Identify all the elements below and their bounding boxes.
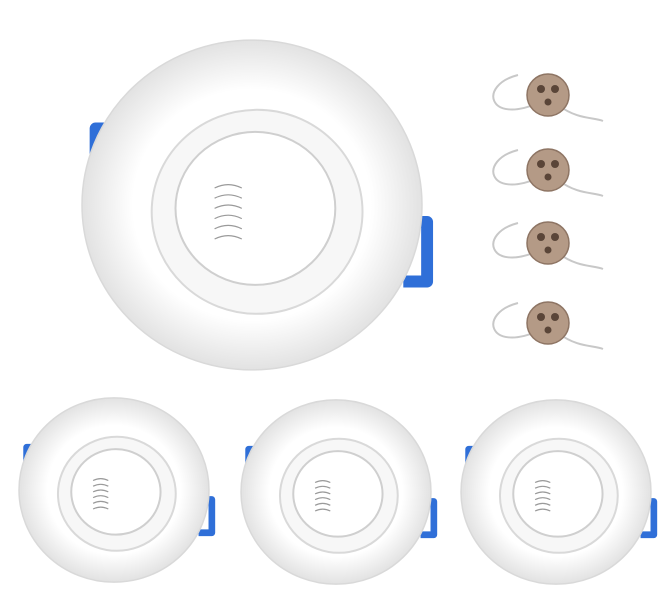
socket-hole bbox=[537, 313, 545, 321]
socket-body bbox=[526, 301, 570, 345]
spring-coil bbox=[92, 489, 109, 493]
spring-coil bbox=[534, 491, 551, 495]
socket-hole bbox=[544, 326, 552, 334]
socket-wire bbox=[492, 302, 539, 339]
socket-body bbox=[526, 73, 570, 117]
inner-opening bbox=[512, 450, 604, 538]
spring-coil bbox=[534, 480, 551, 484]
socket-wire bbox=[492, 149, 539, 186]
spring-coil bbox=[314, 480, 331, 484]
socket-hole bbox=[537, 160, 545, 168]
socket-body bbox=[526, 221, 570, 265]
spring-coil bbox=[214, 235, 243, 240]
spring-coil bbox=[92, 478, 109, 482]
gu10-socket bbox=[492, 73, 604, 122]
socket-hole bbox=[544, 98, 552, 106]
spring-coil bbox=[314, 485, 331, 489]
socket-wire bbox=[492, 222, 539, 259]
spring-coil bbox=[314, 491, 331, 495]
spring-coil bbox=[534, 485, 551, 489]
spring-coil bbox=[214, 214, 243, 220]
inner-opening bbox=[292, 450, 384, 538]
spring-coil bbox=[534, 508, 551, 512]
inner-opening bbox=[174, 130, 337, 286]
spotlight-frame bbox=[18, 397, 216, 583]
gu10-socket bbox=[492, 148, 604, 197]
spring-coil bbox=[214, 224, 243, 230]
gu10-socket bbox=[492, 301, 604, 350]
spring-coil bbox=[214, 184, 243, 189]
spring-coil bbox=[214, 204, 243, 209]
spring-coil bbox=[314, 497, 331, 501]
spring-coil bbox=[314, 502, 331, 506]
socket-body bbox=[526, 148, 570, 192]
socket-hole bbox=[551, 313, 559, 321]
socket-hole bbox=[551, 233, 559, 241]
spring-coil bbox=[534, 502, 551, 506]
spotlight-frame bbox=[81, 39, 434, 371]
socket-hole bbox=[537, 233, 545, 241]
socket-hole bbox=[551, 160, 559, 168]
socket-wire bbox=[492, 74, 539, 111]
inner-opening bbox=[70, 448, 162, 536]
socket-hole bbox=[544, 246, 552, 254]
socket-hole bbox=[537, 85, 545, 93]
gu10-socket bbox=[492, 221, 604, 270]
spring-coil bbox=[92, 506, 109, 510]
spotlight-frame bbox=[460, 399, 658, 585]
socket-hole bbox=[551, 85, 559, 93]
spring-coil bbox=[92, 495, 109, 499]
spring-coil bbox=[214, 194, 243, 199]
socket-hole bbox=[544, 173, 552, 181]
spring-coil bbox=[534, 497, 551, 501]
spotlight-frame bbox=[240, 399, 438, 585]
spring-coil bbox=[314, 508, 331, 512]
spring-coil bbox=[92, 483, 109, 487]
spring-coil bbox=[92, 500, 109, 504]
